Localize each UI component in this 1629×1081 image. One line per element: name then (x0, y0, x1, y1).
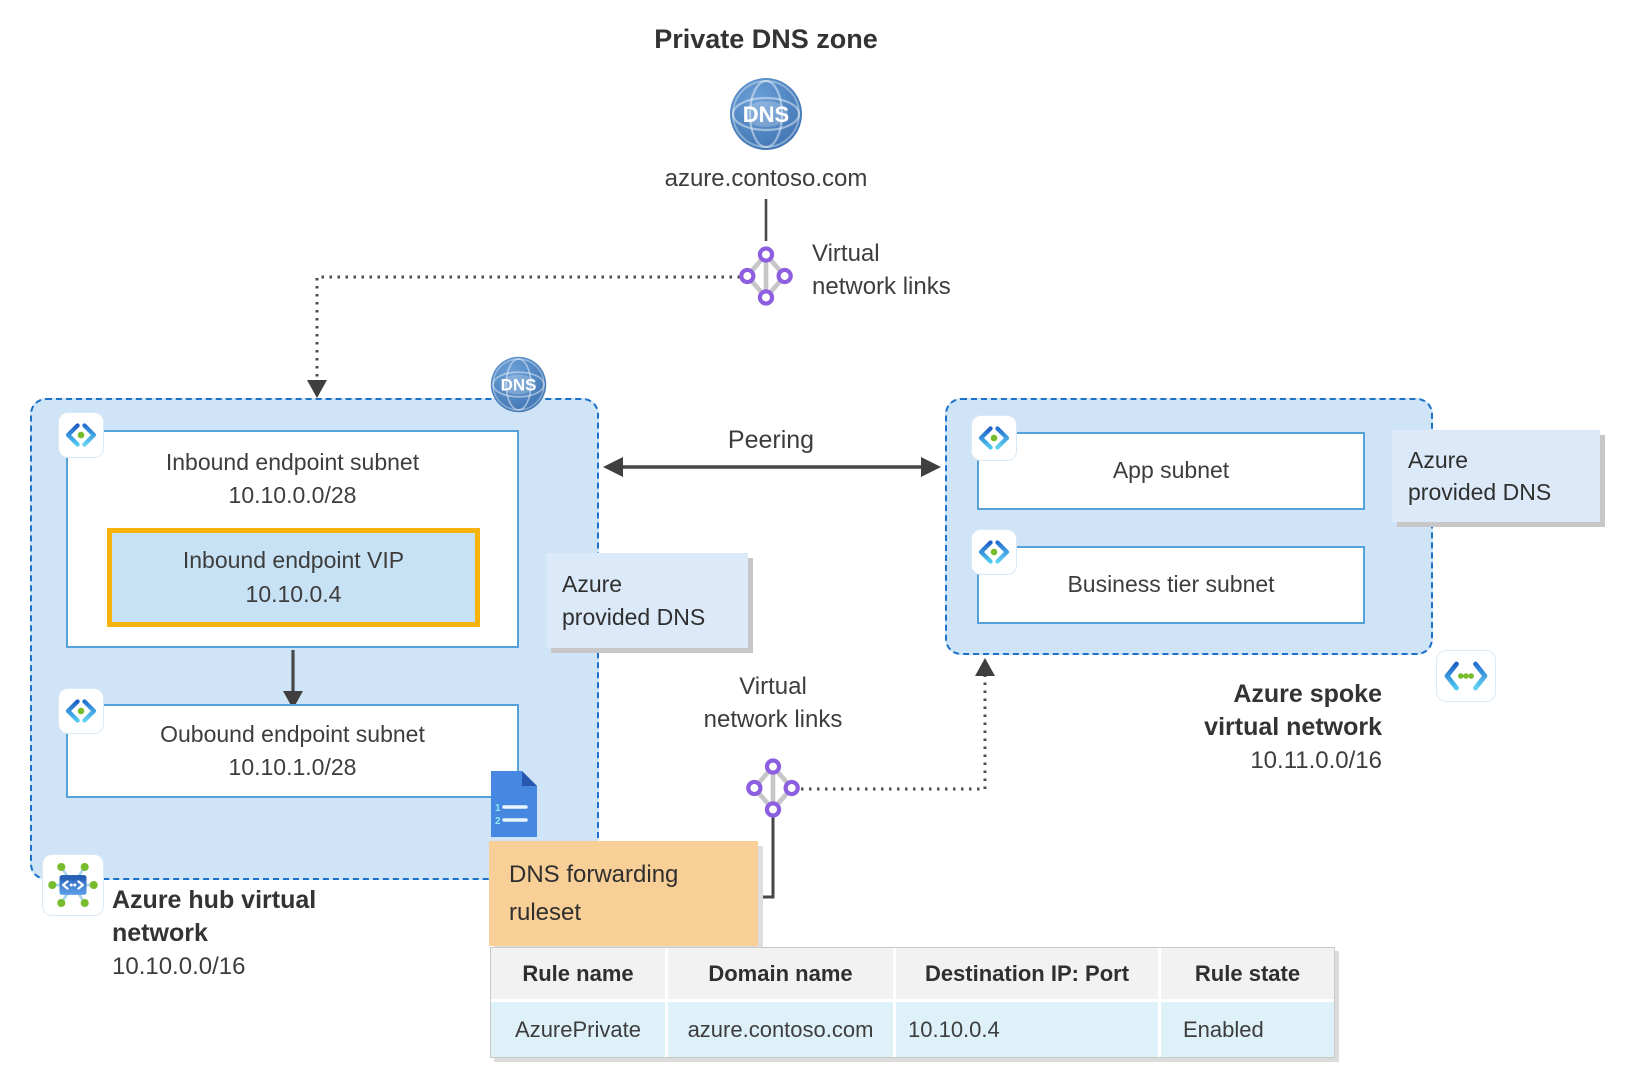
subnet-icon-app (971, 415, 1017, 461)
hub-virtual-network-icon (42, 854, 104, 916)
spoke-vnet-label: Azure spoke virtual network 10.11.0.0/16 (1082, 678, 1382, 778)
inbound-subnet-cidr: 10.10.0.0/28 (228, 482, 357, 509)
outbound-endpoint-subnet-box: Oubound endpoint subnet 10.10.1.0/28 (66, 704, 519, 798)
hub-vnet-label: Azure hub virtual network 10.10.0.0/16 (112, 884, 316, 984)
azure-provided-dns-note-right: Azure provided DNS (1392, 430, 1600, 522)
inbound-endpoint-vip-box: Inbound endpoint VIP 10.10.0.4 (107, 528, 480, 627)
app-subnet-box: App subnet (977, 432, 1365, 510)
svg-text:DNS: DNS (743, 102, 789, 127)
subnet-icon-inbound (58, 412, 104, 458)
forwarding-rule-table: Rule name Domain name Destination IP: Po… (490, 947, 1335, 1058)
virtual-network-links-icon-top (738, 245, 794, 307)
table-header-domain-name: Domain name (668, 948, 893, 999)
vip-title: Inbound endpoint VIP (182, 547, 405, 574)
peering-label: Peering (727, 426, 815, 454)
table-header-rule-state: Rule state (1161, 948, 1334, 999)
outbound-subnet-title: Oubound endpoint subnet (160, 720, 425, 747)
spoke-virtual-network-icon (1436, 650, 1496, 702)
svg-text:1: 1 (495, 803, 501, 814)
business-tier-subnet-box: Business tier subnet (977, 546, 1365, 624)
peering-arrowhead-left (603, 457, 623, 477)
table-cell-rule-name: AzurePrivate (491, 1002, 665, 1057)
spoke-vnet-cidr: 10.11.0.0/16 (1250, 747, 1382, 774)
table-cell-domain-name: azure.contoso.com (668, 1002, 893, 1057)
inbound-subnet-title: Inbound endpoint subnet (165, 449, 420, 475)
dns-globe-icon: DNS (729, 77, 803, 151)
subnet-icon-outbound (58, 688, 104, 734)
outbound-subnet-cidr: 10.10.1.0/28 (228, 754, 357, 780)
arrowhead-into-spoke (975, 658, 995, 676)
subnet-icon-business (971, 529, 1017, 575)
svg-text:2: 2 (495, 816, 501, 827)
virtual-network-links-icon-mid (745, 757, 801, 819)
dns-zone-domain: azure.contoso.com (664, 165, 868, 192)
peering-arrowhead-right (921, 457, 941, 477)
svg-text:DNS: DNS (501, 376, 537, 395)
table-cell-rule-state: Enabled (1161, 1002, 1334, 1057)
table-header-destination: Destination IP: Port (896, 948, 1158, 999)
hub-dns-globe-icon: DNS (490, 356, 547, 413)
table-cell-destination: 10.10.0.4 (896, 1002, 1158, 1057)
virtual-network-links-label-top: Virtual network links (812, 240, 951, 300)
vip-ip: 10.10.0.4 (245, 580, 342, 607)
ruleset-document-icon: 1 2 (488, 770, 540, 838)
virtual-network-links-label-mid: Virtual network links (703, 673, 843, 733)
dns-forwarding-ruleset-box: DNS forwarding ruleset (489, 841, 758, 946)
azure-provided-dns-note-left: Azure provided DNS (546, 553, 748, 648)
arrowhead-into-hub (307, 380, 327, 398)
private-dns-zone-title: Private DNS zone (654, 24, 878, 54)
hub-vnet-cidr: 10.10.0.0/16 (112, 953, 246, 980)
table-header-rule-name: Rule name (491, 948, 665, 999)
